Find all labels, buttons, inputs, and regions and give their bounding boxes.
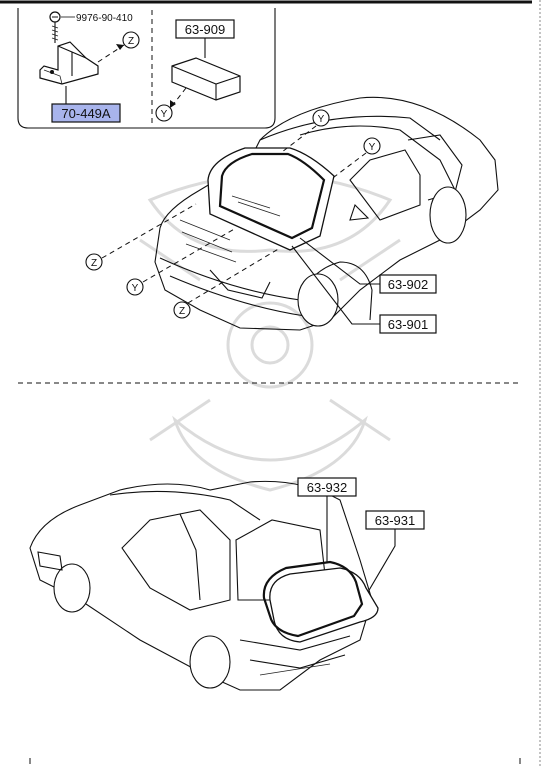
bracket-icon xyxy=(39,41,99,85)
arrowhead xyxy=(116,44,124,50)
windshield-molding-part-box[interactable] xyxy=(379,274,437,294)
rear-glass-leader xyxy=(367,529,396,593)
windshield-glass-leader xyxy=(291,245,380,325)
arrowhead xyxy=(170,100,176,108)
bracket-part-box[interactable] xyxy=(51,103,121,123)
windshield-glass-part-box[interactable] xyxy=(379,314,437,334)
marker-y-left xyxy=(126,278,144,296)
screw-icon xyxy=(49,11,61,43)
marker-y-top-label: Y xyxy=(318,114,325,125)
front-car-illustration xyxy=(154,96,499,331)
marker-z-bottom-label: Z xyxy=(179,306,185,317)
marker-y-inset-label: Y xyxy=(161,109,168,120)
marker-y-left-label: Y xyxy=(132,283,139,294)
spacer-icon xyxy=(171,57,241,101)
marker-y-top xyxy=(312,109,330,127)
rear-molding-part-number: 63-932 xyxy=(307,480,347,495)
rear-glass-assembly xyxy=(262,560,379,643)
windshield-glass-part-number: 63-901 xyxy=(388,317,428,332)
z-left-leader xyxy=(101,203,197,259)
marker-z-left-label: Z xyxy=(91,258,97,269)
rear-glass-part-number: 63-931 xyxy=(375,513,415,528)
marker-z-bottom xyxy=(173,301,191,319)
screw-part-number: 9976-90-410 xyxy=(76,13,133,24)
marker-z-inset xyxy=(122,31,140,49)
y-top-leader xyxy=(281,125,317,153)
marker-z-left xyxy=(85,253,103,271)
y-right-leader xyxy=(329,152,367,181)
marker-y-inset xyxy=(155,104,173,122)
windshield-assembly xyxy=(207,147,335,251)
watermark-emblem xyxy=(139,173,401,492)
inset-panel xyxy=(17,8,276,129)
spacer-part-number: 63-909 xyxy=(185,22,225,37)
marker-z-inset-label: Z xyxy=(128,36,134,47)
marker-y-right-label: Y xyxy=(369,142,376,153)
windshield-molding-leader xyxy=(299,237,380,285)
marker-y-right xyxy=(363,137,381,155)
windshield-molding-part-number: 63-902 xyxy=(388,277,428,292)
rear-car-illustration xyxy=(29,480,373,691)
bracket-part-number: 70-449A xyxy=(61,106,110,121)
